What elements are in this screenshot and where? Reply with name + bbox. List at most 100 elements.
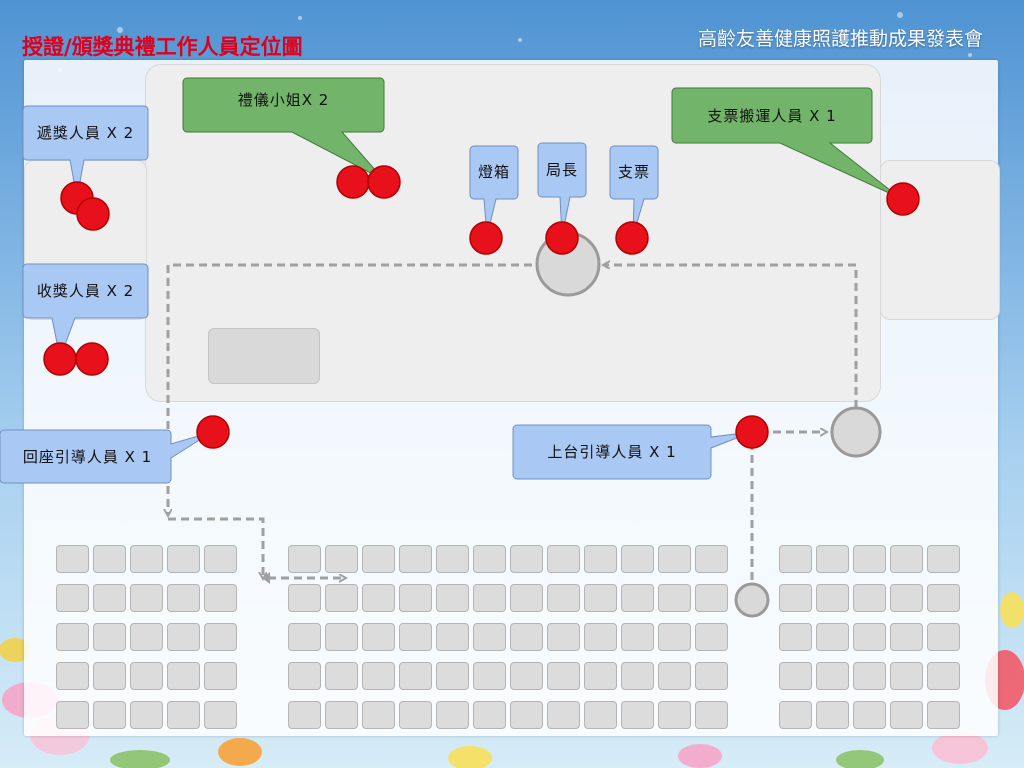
audience-seat (362, 623, 395, 651)
staff-dot-award-receiver-1 (43, 342, 77, 376)
audience-seat (510, 662, 543, 690)
audience-seat (547, 545, 580, 573)
audience-seat (695, 701, 728, 729)
audience-seat (399, 662, 432, 690)
audience-seat (927, 623, 960, 651)
return-path-line (168, 263, 532, 515)
audience-seat (167, 623, 200, 651)
callout-lightbox-label: 燈箱 (477, 163, 510, 181)
audience-seat (816, 623, 849, 651)
audience-seat (204, 662, 237, 690)
audience-seat (890, 623, 923, 651)
audience-seat (473, 662, 506, 690)
audience-seat (436, 662, 469, 690)
audience-seat (473, 701, 506, 729)
audience-seat (56, 701, 89, 729)
callout-award-receiver (22, 263, 149, 360)
audience-seat (621, 584, 654, 612)
audience-seat (510, 584, 543, 612)
audience-seat (584, 701, 617, 729)
callout-lightbox (469, 145, 519, 237)
audience-seat (473, 545, 506, 573)
audience-seat (547, 701, 580, 729)
staff-dot-return-guide (196, 415, 230, 449)
audience-seat (473, 584, 506, 612)
audience-seat (547, 623, 580, 651)
audience-seat (436, 584, 469, 612)
entry-circle (734, 582, 770, 618)
staff-dot-check-carrier (886, 182, 920, 216)
audience-seat (890, 701, 923, 729)
callout-stage-guide (512, 424, 753, 480)
callout-check-label: 支票 (617, 163, 650, 181)
audience-seat (436, 701, 469, 729)
audience-seat (325, 701, 358, 729)
staff-dot-director (545, 221, 579, 255)
audience-seat (288, 584, 321, 612)
audience-seat (779, 584, 812, 612)
audience-seat (288, 701, 321, 729)
audience-seat (56, 584, 89, 612)
callout-check-carrier-label: 支票搬運人員 X 1 (707, 106, 837, 125)
callout-award-passer-label: 遞獎人員 X 2 (36, 124, 135, 142)
audience-seat (584, 662, 617, 690)
audience-seat (547, 584, 580, 612)
callout-award-passer (22, 105, 149, 199)
audience-seat (56, 545, 89, 573)
audience-seat (130, 662, 163, 690)
callout-check-carrier (671, 87, 901, 199)
stage-table (208, 328, 320, 384)
audience-seat (779, 662, 812, 690)
audience-seat (695, 662, 728, 690)
audience-seat (288, 545, 321, 573)
audience-seat (204, 623, 237, 651)
audience-seat (204, 701, 237, 729)
callout-return-guide (0, 429, 213, 484)
audience-seat (584, 623, 617, 651)
staff-dot-award-receiver-2 (75, 342, 109, 376)
audience-seat (547, 662, 580, 690)
callout-etiquette-label: 禮儀小姐X 2 (237, 91, 330, 109)
audience-seat (93, 701, 126, 729)
audience-seat (658, 701, 691, 729)
audience-seat (399, 584, 432, 612)
audience-seat (436, 623, 469, 651)
staff-dot-lightbox (469, 221, 503, 255)
audience-seat (816, 662, 849, 690)
audience-seat (695, 545, 728, 573)
staff-dot-etiquette-2 (367, 165, 401, 199)
staff-dot-stage-guide (735, 415, 769, 449)
audience-seat (325, 584, 358, 612)
audience-seat (890, 584, 923, 612)
audience-seat (130, 545, 163, 573)
audience-seat (779, 545, 812, 573)
audience-seat (779, 623, 812, 651)
audience-seat (658, 623, 691, 651)
audience-seat (927, 545, 960, 573)
waiting-circle (830, 406, 882, 458)
audience-seat (816, 584, 849, 612)
audience-seat (473, 623, 506, 651)
audience-seat (584, 584, 617, 612)
audience-seat (927, 584, 960, 612)
entry-path-line (750, 432, 826, 580)
audience-seat (510, 623, 543, 651)
audience-seat (130, 701, 163, 729)
callout-director-label: 局長 (545, 160, 578, 179)
audience-seat (325, 545, 358, 573)
slide-title: 授證/頒獎典禮工作人員定位圖 (22, 34, 303, 59)
audience-seat (93, 584, 126, 612)
audience-seat (621, 701, 654, 729)
audience-seat (362, 545, 395, 573)
audience-seat (779, 701, 812, 729)
audience-seat (510, 545, 543, 573)
audience-seat (853, 545, 886, 573)
audience-seat (695, 584, 728, 612)
audience-seat (695, 623, 728, 651)
audience-seat (167, 662, 200, 690)
audience-seat (621, 623, 654, 651)
audience-seat (325, 662, 358, 690)
audience-seat (816, 545, 849, 573)
audience-seat (584, 545, 617, 573)
